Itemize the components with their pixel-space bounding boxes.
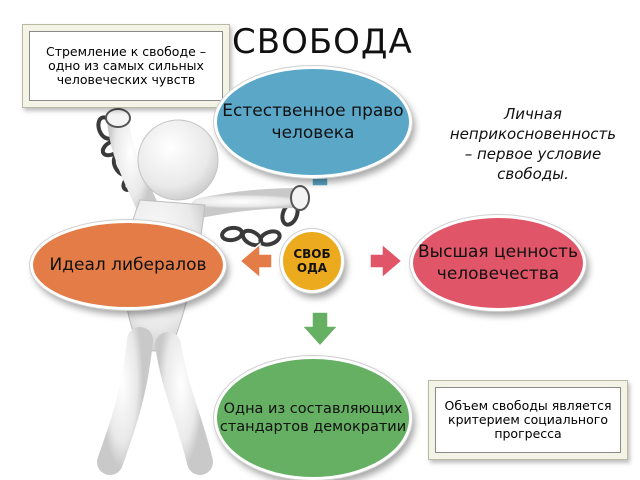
note-box-bottom-right: Объем свободы является критерием социаль… [428,380,628,460]
note-text-bottom-right: Объем свободы является критерием социаль… [435,387,621,453]
node-top-label: Естественное право человека [222,101,404,143]
node-left-label: Идеал либералов [49,255,207,275]
arrow-right [369,242,404,280]
page-title: СВОБОДА [232,22,413,62]
node-center-label: СВОБОДА [293,247,331,275]
arrow-left [238,242,273,280]
node-bottom-label: Одна из составляющих стандартов демократ… [219,401,407,435]
quote-text: Личная неприкосновенность – первое услов… [449,105,617,183]
node-left: Идеал либералов [30,220,226,310]
node-right-label: Высшая ценность человечества [418,242,578,284]
node-center: СВОБОДА [280,229,344,293]
note-box-top-left: Стремление к свободе – одно из самых сил… [22,24,230,108]
node-bottom: Одна из составляющих стандартов демократ… [214,356,412,480]
arrow-down [300,311,340,348]
note-text-top-left: Стремление к свободе – одно из самых сил… [29,31,223,101]
node-top: Естественное право человека [214,66,412,178]
node-right: Высшая ценность человечества [410,215,586,311]
